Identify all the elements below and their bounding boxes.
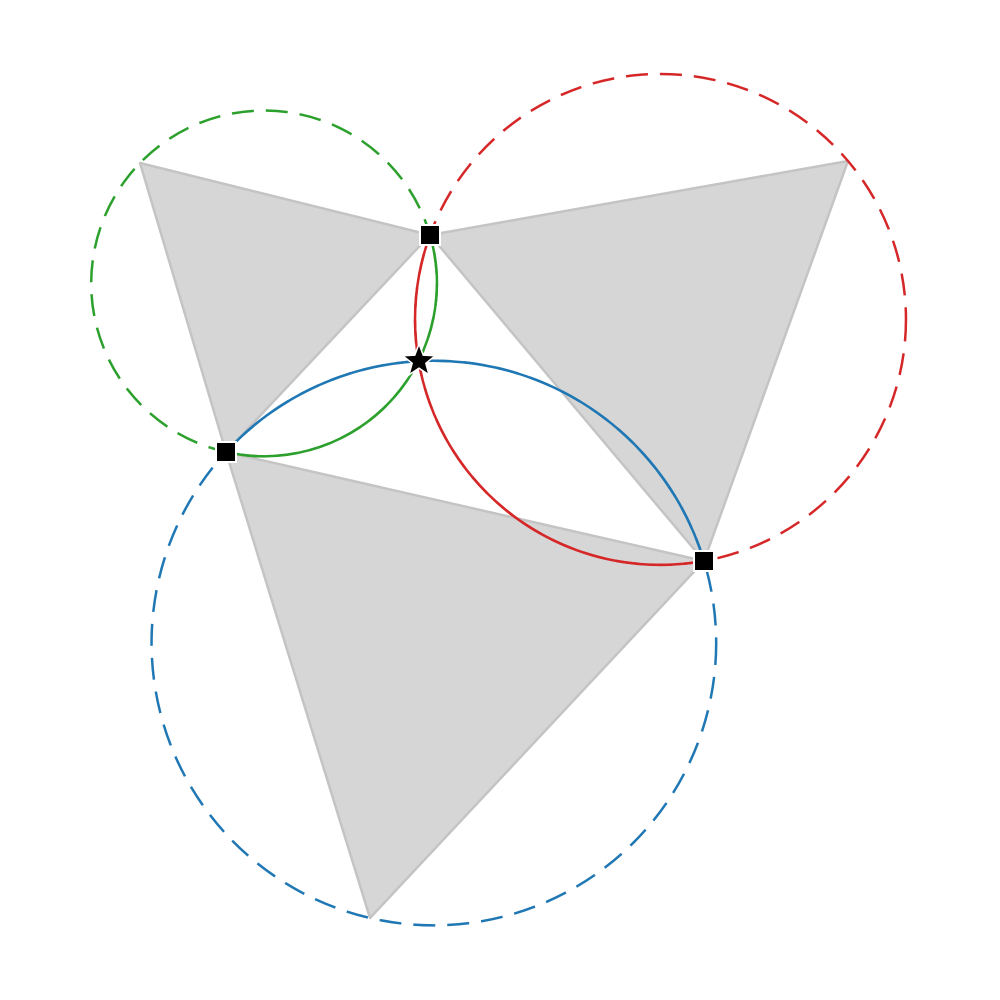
equilateral-triangle-on-AB	[138, 161, 432, 454]
green-arc	[225, 234, 439, 458]
fermat-point-star-icon	[400, 341, 438, 377]
equilateral-triangle-on-BC	[224, 450, 706, 920]
inner-arcs	[225, 234, 706, 567]
vertex-marker-right	[693, 550, 715, 572]
point-markers	[215, 224, 715, 572]
vertex-marker-top	[419, 224, 441, 246]
blue-arc	[225, 359, 706, 562]
equilateral-triangles	[138, 159, 850, 920]
equilateral-triangle-on-CA	[428, 159, 850, 563]
vertex-marker-left	[215, 441, 237, 463]
red-arc	[413, 234, 705, 567]
